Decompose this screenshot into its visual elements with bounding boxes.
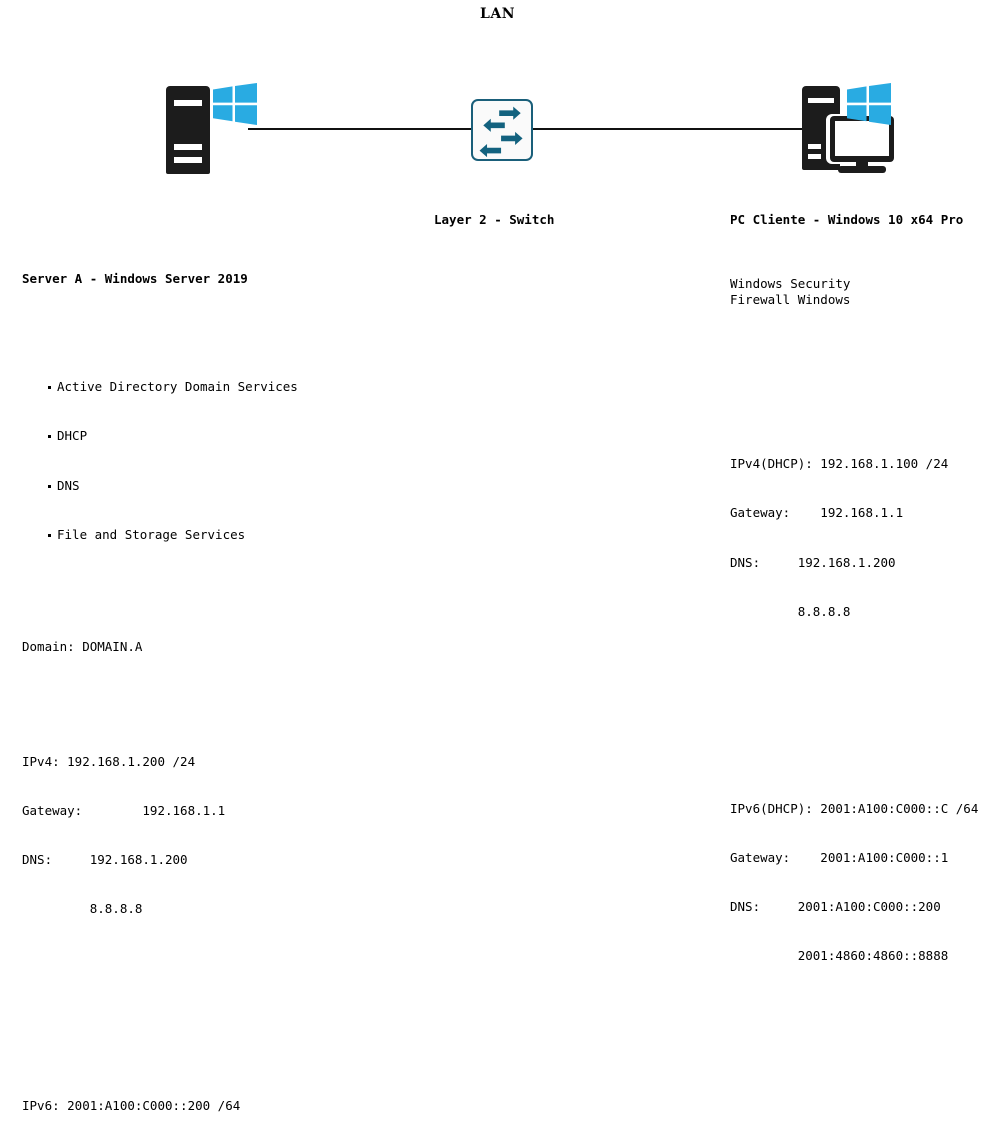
client-ipv4-address: IPv4(DHCP): 192.168.1.100 /24 [730,456,949,472]
server-ipv6-group: IPv6: 2001:A100:C000::200 /64 Gateway: 2… [22,1065,298,1146]
client-ipv4-dns: DNS: 192.168.1.200 [730,554,896,570]
server-ipv4-dns-secondary: 8.8.8.8 [22,901,143,917]
pc-monitor-stand-neck [856,162,868,167]
server-heading: Server A - Windows Server 2019 [22,270,248,286]
server-ipv4-gateway: Gateway: 192.168.1.1 [22,803,226,818]
pc-tower-slot [808,98,834,103]
server-info-block: Server A - Windows Server 2019 Active Di… [22,238,298,1146]
switch-caption: Layer 2 - Switch [434,212,555,227]
list-item: DNS [22,478,298,494]
server-domain: Domain: DOMAIN.A [22,639,143,655]
client-ipv4-group: IPv4(DHCP): 192.168.1.100 /24 Gateway: 1… [730,423,978,653]
server-drive-slot [174,144,202,150]
switch-arrows-icon [479,106,523,158]
spacer [22,1000,298,1016]
spacer [730,702,978,718]
link-switch-to-client [532,128,808,130]
server-roles-list: Active Directory Domain Services DHCP DN… [22,346,298,576]
windows-logo-icon [847,83,891,125]
server-ipv6-address: IPv6: 2001:A100:C000::200 /64 [22,1098,241,1114]
client-ipv4-dns-secondary: 8.8.8.8 [730,603,851,619]
server-ipv4-address: IPv4: 192.168.1.200 /24 [22,753,196,769]
windows-logo-icon [213,83,257,125]
pc-tower-slot [808,144,821,149]
pc-tower-slot [808,154,821,159]
client-security: Windows Security Firewall Windows [730,275,851,308]
pc-monitor-screen [835,121,889,156]
list-item: Active Directory Domain Services [22,379,298,395]
server-tower-icon [166,86,210,174]
client-caption: PC Cliente - Windows 10 x64 Pro [730,212,964,227]
spacer [730,358,978,374]
client-info-block: Windows Security Firewall Windows IPv4(D… [730,243,978,1014]
client-ipv6-dns: DNS: 2001:A100:C000::200 [730,899,941,915]
link-server-to-switch [248,128,472,130]
pc-monitor-stand-base [838,166,886,173]
diagram-title: LAN [479,6,515,22]
client-ipv4-gateway: Gateway: 192.168.1.1 [730,505,904,521]
list-item: File and Storage Services [22,527,298,543]
server-ipv4-dns: DNS: 192.168.1.200 [22,852,188,868]
list-item: DHCP [22,428,298,444]
server-ipv4-group: IPv4: 192.168.1.200 /24 Gateway: 192.168… [22,721,298,951]
client-ipv6-dns-secondary: 2001:4860:4860::8888 [730,948,949,964]
network-switch-icon [471,99,533,161]
client-ipv6-address: IPv6(DHCP): 2001:A100:C000::C /64 [730,800,979,816]
client-ipv6-group: IPv6(DHCP): 2001:A100:C000::C /64 Gatewa… [730,768,978,998]
client-ipv6-gateway: Gateway: 2001:A100:C000::1 [730,850,949,865]
pc-client-icon [802,86,894,174]
server-drive-slot [174,100,202,106]
server-drive-slot [174,157,202,163]
